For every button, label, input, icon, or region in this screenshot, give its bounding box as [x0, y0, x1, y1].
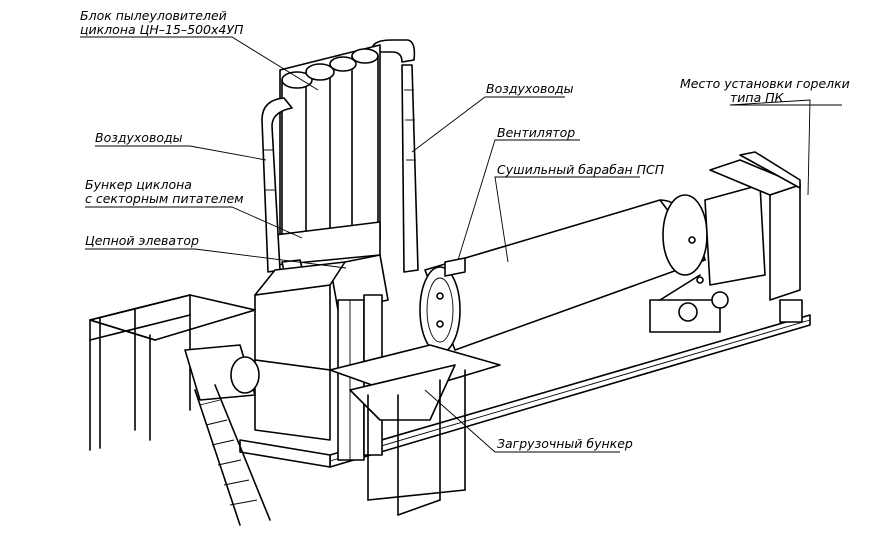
leader-dryer-drum	[494, 176, 640, 263]
dryer-drum	[419, 151, 801, 354]
label-burner-line2: типа ПК	[730, 90, 785, 105]
label-air-ducts-right: Воздуховоды	[486, 81, 574, 96]
label-loading-hopper: Загрузочный бункер	[497, 436, 633, 451]
air-duct-left	[261, 97, 293, 273]
label-fan: Вентилятор	[497, 125, 575, 140]
label-dust-collector-line1: Блок пылеуловителей	[80, 8, 227, 23]
label-dryer-drum: Сушильный барабан ПСП	[497, 162, 665, 177]
leader-lines	[80, 36, 842, 453]
leader-chain-elevator	[85, 248, 347, 269]
leader-loading-hopper	[424, 389, 620, 453]
leader-dust-collector	[80, 36, 319, 91]
air-duct-right	[371, 39, 419, 273]
leader-air-ducts-left	[95, 145, 267, 161]
labels: Блок пылеуловителей циклона ЦН–15–500х4У…	[80, 8, 850, 451]
label-air-ducts-left: Воздуховоды	[95, 130, 183, 145]
fan	[444, 257, 466, 277]
base-frame	[239, 274, 811, 468]
label-burner-line1: Место установки горелки	[680, 76, 850, 91]
loading-hopper	[329, 344, 501, 516]
label-dust-collector-line2: циклона ЦН–15–500х4УП	[80, 22, 244, 37]
leader-burner	[729, 99, 842, 196]
label-chain-elevator: Цепной элеватор	[85, 233, 199, 248]
service-platform	[89, 294, 271, 526]
label-cyclone-hopper-line2: с секторным питателем	[85, 191, 244, 206]
label-cyclone-hopper-line1: Бункер циклона	[85, 177, 192, 192]
leader-cyclone-hopper	[85, 206, 303, 239]
cyclone-hopper	[254, 261, 346, 441]
leader-air-ducts-right	[411, 96, 565, 153]
leader-fan	[457, 139, 580, 261]
